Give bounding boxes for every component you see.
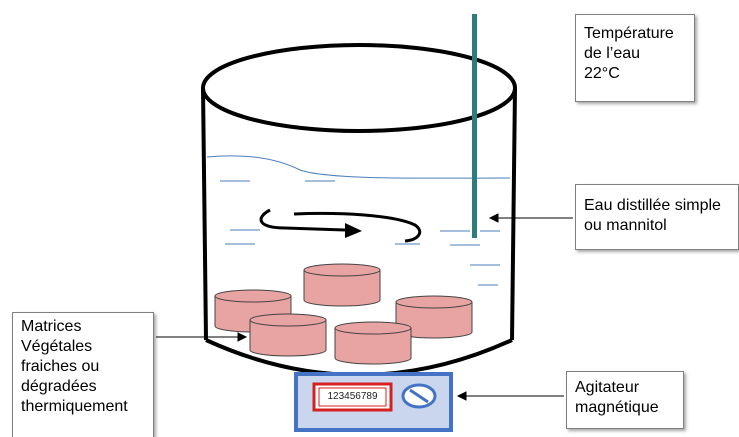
sample-disc	[303, 263, 381, 307]
stirrer-line: magnétique	[575, 399, 659, 416]
water-line: Eau distillée simple	[584, 197, 721, 214]
samples-line: Végétales	[21, 338, 93, 355]
sample-disc	[334, 321, 412, 365]
stirrer-label: Agitateur magnétique	[566, 371, 684, 429]
sample-disc	[249, 313, 327, 357]
magnetic-stirrer	[294, 372, 453, 432]
samples-line: Matrices	[21, 318, 82, 335]
samples-line: dégradées	[21, 378, 97, 395]
pointer-arrows	[156, 213, 573, 401]
stirrer-display-text: 123456789	[327, 391, 378, 402]
water-surface	[206, 155, 511, 286]
stirrer-line: Agitateur	[575, 379, 640, 396]
temperature-line: Température	[584, 25, 674, 42]
samples-line: fraiches ou	[21, 358, 100, 375]
temperature-line: de l’eau	[584, 45, 641, 62]
water-line: ou mannitol	[584, 217, 667, 234]
stirrer-knob-icon	[401, 383, 437, 409]
sample-disc	[214, 289, 292, 333]
temperature-label: Température de l’eau 22°C	[575, 14, 695, 102]
rotation-arrows	[259, 208, 422, 243]
thermometer	[472, 14, 477, 238]
samples-label: Matrices Végétales fraiches ou dégradées…	[12, 312, 154, 437]
sample-disc	[395, 295, 473, 339]
samples-line: thermiquement	[21, 398, 128, 415]
water-label: Eau distillée simple ou mannitol	[575, 184, 739, 250]
temperature-line: 22°C	[584, 65, 620, 82]
